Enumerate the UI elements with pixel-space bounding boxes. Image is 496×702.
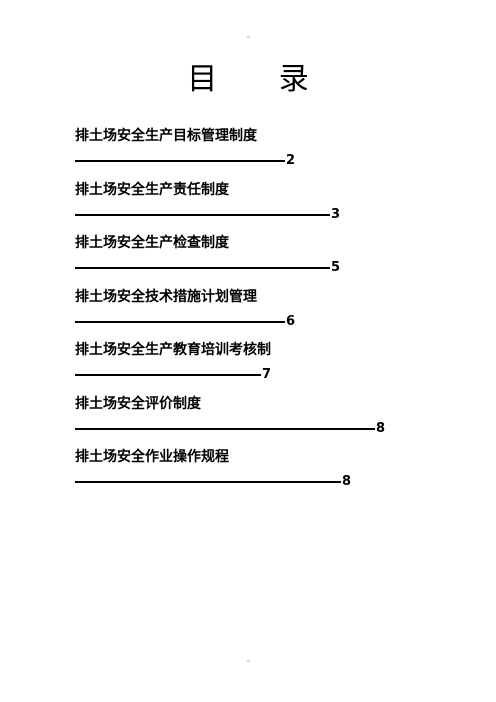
toc-entry-title: 排土场安全作业操作规程 bbox=[75, 449, 229, 465]
toc-page-number: 3 bbox=[331, 206, 341, 222]
toc-entry-leader: 3 bbox=[75, 207, 475, 223]
toc-page-number: 8 bbox=[342, 474, 352, 489]
toc-entry[interactable]: 排土场安全生产检查制度 5 bbox=[75, 233, 475, 287]
toc-entry-leader: 7 bbox=[75, 367, 475, 383]
dash-leader-line bbox=[75, 427, 375, 430]
toc-entry-title: 排土场安全生产教育培训考核制 bbox=[75, 342, 271, 358]
page-title: 目 录 bbox=[187, 62, 335, 97]
toc-entry[interactable]: 排土场安全生产责任制度 3 bbox=[75, 180, 475, 234]
toc-entry[interactable]: 排土场安全生产目标管理制度 2 bbox=[75, 126, 475, 180]
toc-page-number: 2 bbox=[286, 153, 296, 168]
toc-page-number: 5 bbox=[331, 260, 341, 275]
toc-page-number: 7 bbox=[262, 367, 272, 382]
dash-leader-line bbox=[75, 267, 330, 269]
toc-entry-leader: 8 bbox=[75, 474, 475, 490]
toc-entry-leader: 5 bbox=[75, 260, 475, 276]
toc-entry[interactable]: 排土场安全技术措施计划管理 6 bbox=[75, 287, 475, 341]
dash-leader-line bbox=[75, 481, 341, 483]
toc-page-number: 6 bbox=[286, 313, 296, 329]
toc-entry-title: 排土场安全技术措施计划管理 bbox=[75, 288, 257, 305]
dash-leader-line bbox=[75, 320, 285, 323]
toc-page-number: 8 bbox=[376, 420, 386, 436]
toc-entry-leader: 8 bbox=[75, 421, 475, 437]
dash-leader-line bbox=[75, 160, 285, 162]
toc-entry[interactable]: 排土场安全生产教育培训考核制 7 bbox=[75, 340, 475, 394]
toc-entry-title: 排土场安全评价制度 bbox=[75, 395, 201, 412]
toc-entry-title: 排土场安全生产责任制度 bbox=[75, 181, 229, 198]
dash-leader-line bbox=[75, 213, 330, 216]
toc-entry-leader: 6 bbox=[75, 314, 475, 330]
table-of-contents: 排土场安全生产目标管理制度 2 排土场安全生产责任制度 3 排土场安全生产检查制… bbox=[75, 126, 475, 501]
toc-entry-title: 排土场安全生产目标管理制度 bbox=[75, 128, 257, 144]
toc-entry[interactable]: 排土场安全评价制度 8 bbox=[75, 394, 475, 448]
page-corner-mark-bottom bbox=[247, 660, 250, 662]
page-corner-mark-top bbox=[247, 36, 250, 38]
toc-entry-title: 排土场安全生产检查制度 bbox=[75, 235, 229, 251]
toc-entry-leader: 2 bbox=[75, 153, 475, 169]
toc-entry[interactable]: 排土场安全作业操作规程 8 bbox=[75, 447, 475, 501]
dash-leader-line bbox=[75, 374, 261, 376]
